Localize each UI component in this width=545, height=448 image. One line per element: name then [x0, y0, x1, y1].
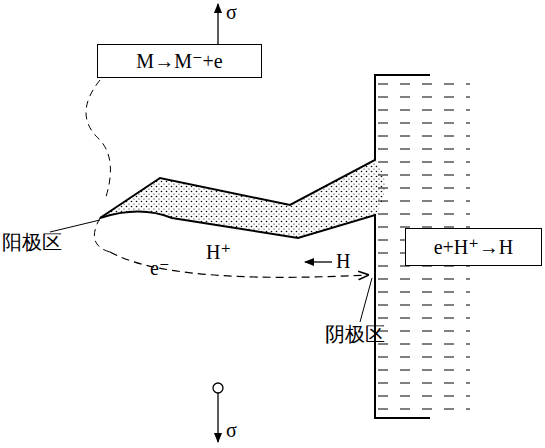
cathode-region-label: 阴极区 [325, 322, 385, 346]
electron-label: e⁻ [150, 256, 169, 280]
anode-region-label: 阳极区 [2, 230, 62, 254]
reaction-text: e+H⁺→H [434, 235, 514, 259]
reaction-box: M→M⁻+e [97, 44, 262, 78]
stress-symbol: σ [226, 418, 237, 442]
hydrogen-atom-label: H [336, 249, 350, 273]
hydrogen-ion-label: H⁺ [206, 240, 231, 264]
stress-symbol: σ [226, 0, 237, 24]
reaction-text: M→M⁻+e [136, 49, 222, 73]
reaction-box: e+H⁺→H [405, 228, 542, 266]
